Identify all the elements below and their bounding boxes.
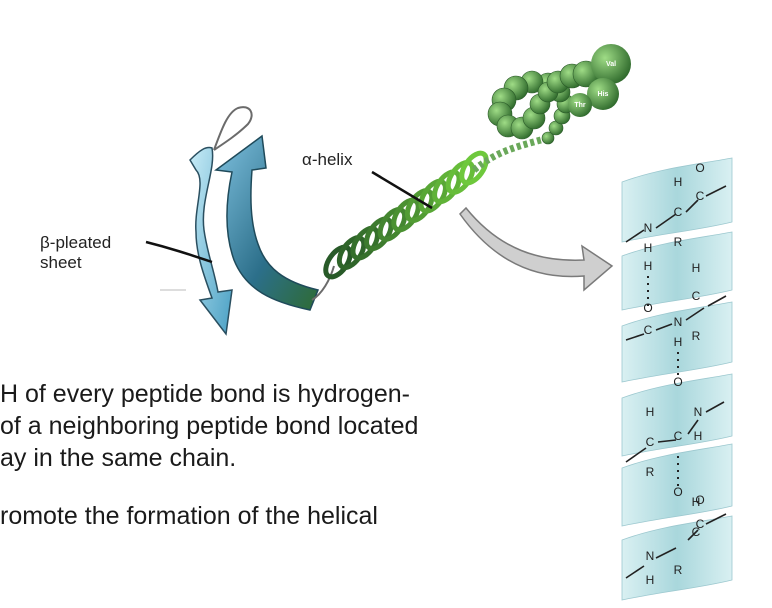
zoom-arrow (459, 206, 614, 292)
atom-label: N (674, 315, 683, 329)
atom-label: R (674, 235, 683, 249)
bond-line (655, 547, 677, 559)
bond-line (625, 447, 647, 463)
body-text-line2: of a neighboring peptide bond located (0, 412, 419, 440)
loop-tail (311, 265, 335, 301)
residue-bead (541, 131, 555, 145)
atom-label: H (644, 259, 653, 273)
bond-line (705, 513, 727, 525)
bond-line (687, 419, 699, 435)
atom-label: H (646, 405, 655, 419)
atom-label: H (644, 241, 653, 255)
bond-line (685, 307, 705, 321)
alpha-helix-label: α-helix (302, 150, 353, 169)
bond-line (705, 401, 725, 413)
helix-backbone-band (621, 157, 733, 243)
bond-line (655, 323, 673, 331)
atom-label: O (695, 493, 704, 507)
atom-label: R (646, 465, 655, 479)
alpha-helix-pointer (371, 170, 433, 210)
residue-label: His (598, 91, 609, 98)
body-text-line4: romote the formation of the helical (0, 502, 378, 530)
beta-sheet-pointer (145, 240, 213, 264)
residue-label: Val (606, 61, 616, 68)
atom-label: C (674, 205, 683, 219)
atom-label: O (643, 301, 652, 315)
residue-val: Val (591, 44, 631, 84)
alpha-helix (323, 134, 549, 280)
beta-sheet-label-line1: β-pleated (40, 233, 111, 252)
atom-label: C (692, 289, 701, 303)
atom-label: H (692, 495, 701, 509)
residue-label: Thr (574, 102, 586, 109)
helix-backbone-band (621, 373, 733, 457)
sheet-loop (213, 106, 253, 151)
atom-label: N (694, 405, 703, 419)
beta-sheet-label-line2: sheet (40, 253, 82, 272)
helix-coil-turn (459, 150, 489, 186)
atom-label: R (692, 329, 701, 343)
atom-label: H (694, 429, 703, 443)
body-text-line3: ay in the same chain. (0, 444, 237, 472)
residue-his: His (587, 78, 619, 110)
atom-label: C (696, 189, 705, 203)
atom-label: H (674, 175, 683, 189)
atom-label: H (646, 573, 655, 587)
bond-line (687, 529, 699, 541)
atom-label: H (674, 335, 683, 349)
body-text: H of every peptide bond is hydrogen- of … (0, 378, 560, 532)
residue-thr: Thr (568, 93, 592, 117)
atom-label: N (644, 221, 653, 235)
atom-label: H (692, 261, 701, 275)
helix-backbone-band (621, 231, 733, 311)
bond-line (657, 439, 677, 443)
atom-label: C (674, 429, 683, 443)
bond-line (707, 295, 727, 307)
bond-line (685, 199, 699, 213)
beta-sheet (189, 106, 335, 336)
helix-backbone-band (621, 515, 733, 601)
sheet-strand-left (189, 146, 233, 336)
sheet-strand-right (214, 134, 320, 311)
body-text-line1: H of every peptide bond is hydrogen- (0, 380, 410, 408)
atom-label: O (673, 485, 682, 499)
atom-label: R (674, 563, 683, 577)
atom-label: C (646, 435, 655, 449)
bond-line (625, 333, 645, 341)
helix-tail (471, 134, 549, 173)
helix-backbone-band (621, 301, 733, 383)
atom-label: O (695, 161, 704, 175)
bond-line (625, 565, 645, 579)
atom-label: C (644, 323, 653, 337)
atom-label: C (696, 517, 705, 531)
atom-label: O (673, 375, 682, 389)
bond-line (705, 185, 727, 197)
bond-line (625, 229, 645, 243)
bond-line (655, 213, 677, 229)
atom-label: N (646, 549, 655, 563)
